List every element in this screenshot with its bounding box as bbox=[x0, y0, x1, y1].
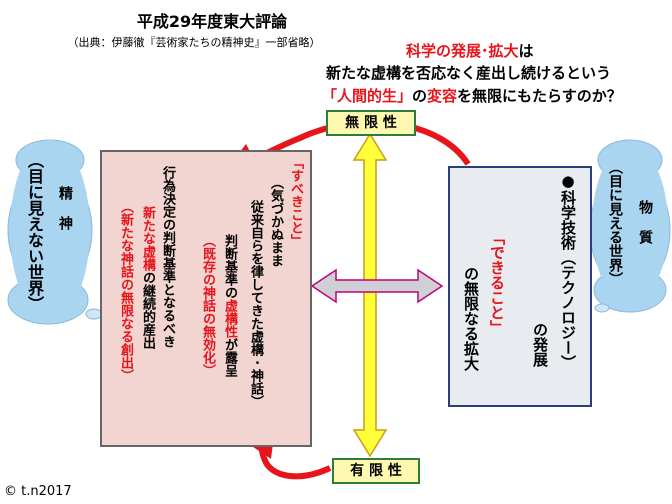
page-title: 平成29年度東大評論 bbox=[136, 12, 288, 31]
right-panel-can-do: 「できること」 bbox=[488, 230, 506, 335]
infinity-label: 無 限 性 bbox=[326, 110, 416, 136]
new-fiction-post: の継続的産出 bbox=[140, 271, 155, 349]
question-red-text-3: 変容 bbox=[427, 87, 458, 105]
finitude-label: 有 限 性 bbox=[332, 458, 420, 484]
new-fiction-red: 新たな虚構 bbox=[140, 206, 155, 271]
fictionality-pre: 判断基準の bbox=[222, 234, 237, 299]
left-panel-should: 「すべきこと」 bbox=[288, 156, 303, 247]
vertical-double-arrow bbox=[352, 132, 388, 458]
fictionality-red: 虚構性 bbox=[222, 299, 237, 338]
question-text-3b: を無限にもたらすのか？ bbox=[457, 87, 622, 105]
right-panel-development: の発展 bbox=[531, 322, 549, 367]
left-panel-unaware: （気づかぬまま bbox=[268, 176, 283, 267]
right-cloud-subtitle: （目に見える世界） bbox=[607, 160, 623, 286]
right-panel bbox=[448, 166, 592, 407]
copyright: © t.n2017 bbox=[4, 484, 72, 499]
left-cloud-subtitle: （目に見えない世界） bbox=[25, 152, 44, 312]
right-cloud-title: 物 質 bbox=[637, 200, 653, 244]
left-panel-new-fiction: 新たな虚構の継続的産出 bbox=[138, 206, 157, 349]
left-panel bbox=[100, 150, 312, 447]
left-panel-criteria: 行為決定の判断基準となるべき bbox=[160, 166, 175, 348]
question-line-2: 新たな虚構を否応なく産出し続けるという bbox=[326, 64, 612, 82]
question-red-text-2: 「人間的生」 bbox=[322, 87, 413, 105]
left-panel-fiction-myth: 従来自らを律してきた虚構･神話） bbox=[248, 200, 263, 408]
question-text-1: は bbox=[518, 42, 534, 60]
left-cloud-title: 精 神 bbox=[57, 186, 73, 230]
question-red-text-1: 科学の発展･拡大 bbox=[406, 42, 519, 60]
question-line-1: 科学の発展･拡大は bbox=[406, 40, 534, 61]
left-panel-fictionality: 判断基準の虚構性が露呈 bbox=[220, 234, 239, 377]
horizontal-double-arrow bbox=[310, 268, 444, 304]
left-panel-myth-invalidation: （既存の神話の無効化） bbox=[200, 234, 215, 377]
question-text-3a: の bbox=[412, 87, 428, 105]
source-citation: （出典：伊藤徹『芸術家たちの精神史』一部省略） bbox=[67, 36, 321, 49]
question-line-3: 「人間的生」の変容を無限にもたらすのか？ bbox=[322, 85, 622, 106]
left-cloud bbox=[7, 139, 93, 325]
left-panel-new-myth: （新たな神話の無限なる創出） bbox=[118, 200, 133, 382]
right-cloud bbox=[589, 139, 671, 313]
right-panel-expansion: の無限なる拡大 bbox=[462, 266, 480, 371]
fictionality-post: が露呈 bbox=[222, 338, 237, 377]
right-panel-technology: ●科学技術（テクノロジー） bbox=[559, 172, 577, 370]
